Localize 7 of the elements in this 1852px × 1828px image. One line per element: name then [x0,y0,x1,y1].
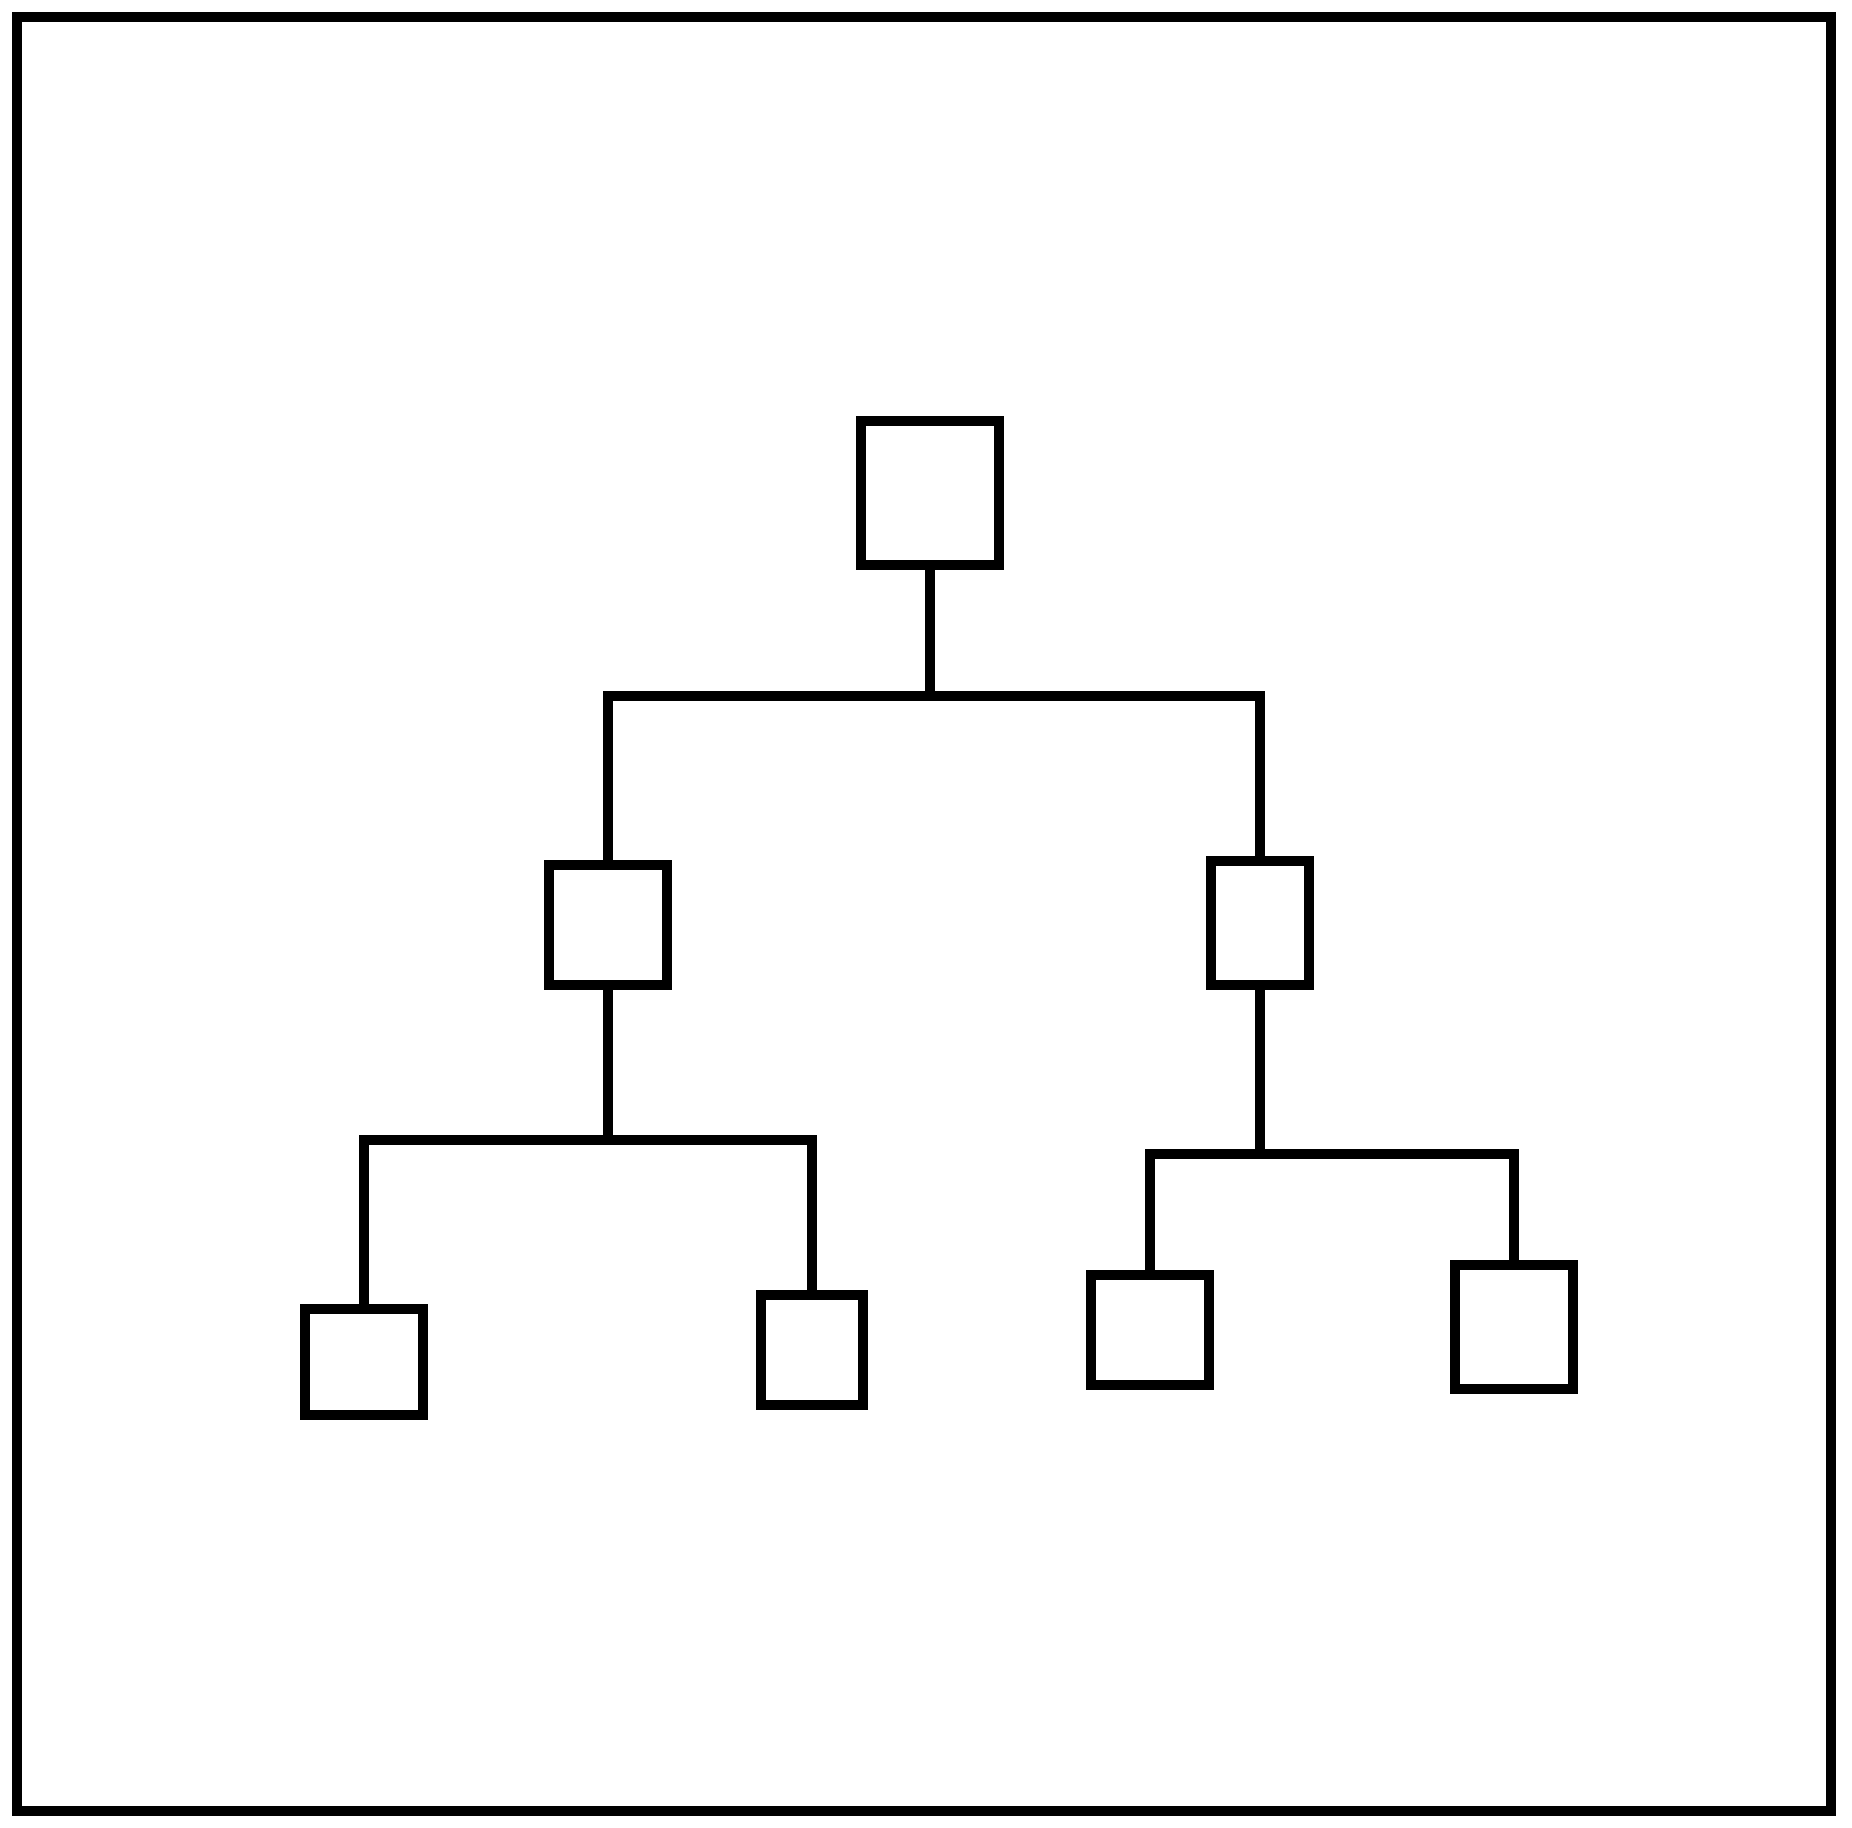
box [1086,1270,1214,1390]
box [1206,856,1314,990]
box [756,1290,868,1410]
box [544,860,672,990]
box [856,416,1004,570]
box [300,1304,428,1420]
box [1450,1260,1578,1394]
